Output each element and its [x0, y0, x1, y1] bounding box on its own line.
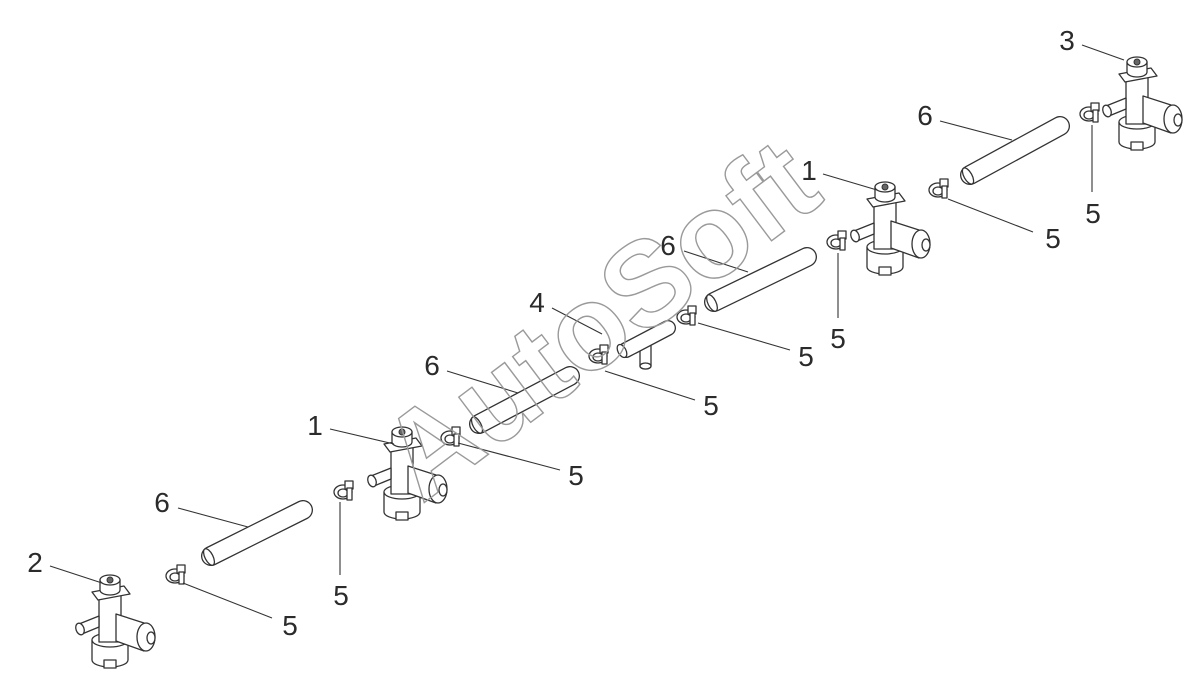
callout-label: 5 — [830, 323, 846, 354]
callout-label: 5 — [1045, 223, 1061, 254]
callout-label: 2 — [27, 547, 43, 578]
callout-label: 5 — [333, 580, 349, 611]
hose-clamp-5 — [333, 480, 354, 501]
callout-label: 6 — [154, 487, 170, 518]
callout-label: 6 — [917, 100, 933, 131]
leader-line — [177, 507, 249, 528]
leader-line — [446, 370, 519, 394]
callout-label: 4 — [529, 287, 545, 318]
leader-line — [457, 442, 561, 471]
hose-clamp-5 — [165, 564, 186, 585]
leader-line — [49, 565, 103, 584]
leader-line — [822, 173, 878, 191]
callout-label: 1 — [307, 410, 323, 441]
hose-6-top — [960, 116, 1070, 185]
leader-line — [551, 307, 603, 335]
nozzle-body-2 — [73, 574, 156, 669]
watermark: AutoSoft — [357, 113, 842, 525]
leader-line — [182, 582, 273, 619]
callout-label: 5 — [568, 460, 584, 491]
hose-clamp-5 — [826, 230, 847, 251]
callout-label: 1 — [801, 155, 817, 186]
leader-line — [947, 198, 1034, 233]
nozzle-body-3 — [1100, 56, 1183, 151]
leader-line — [329, 428, 395, 445]
callout-label: 5 — [798, 341, 814, 372]
callout-labels: 3 6 1 5 5 6 5 4 5 6 5 1 5 6 2 5 5 — [27, 25, 1101, 641]
callout-label: 6 — [424, 350, 440, 381]
callout-label: 5 — [1085, 198, 1101, 229]
hose-6-lower-middle — [469, 366, 580, 434]
callout-label: 3 — [1059, 25, 1075, 56]
hose-6-bottom — [201, 500, 313, 566]
callout-label: 5 — [282, 610, 298, 641]
leader-line — [683, 250, 749, 273]
callout-label: 6 — [660, 230, 676, 261]
leader-line — [697, 322, 791, 351]
hose-clamp-5 — [1079, 102, 1100, 123]
leader-lines — [49, 44, 1125, 619]
nozzle-body-1-upper — [848, 181, 931, 276]
leader-line — [1081, 44, 1125, 61]
tee-fitting-4 — [616, 320, 676, 370]
leader-line — [604, 370, 696, 401]
hose-clamp-5 — [928, 178, 949, 199]
leader-line — [939, 120, 1013, 141]
hose-6-upper-middle — [704, 247, 817, 312]
callout-label: 5 — [703, 390, 719, 421]
